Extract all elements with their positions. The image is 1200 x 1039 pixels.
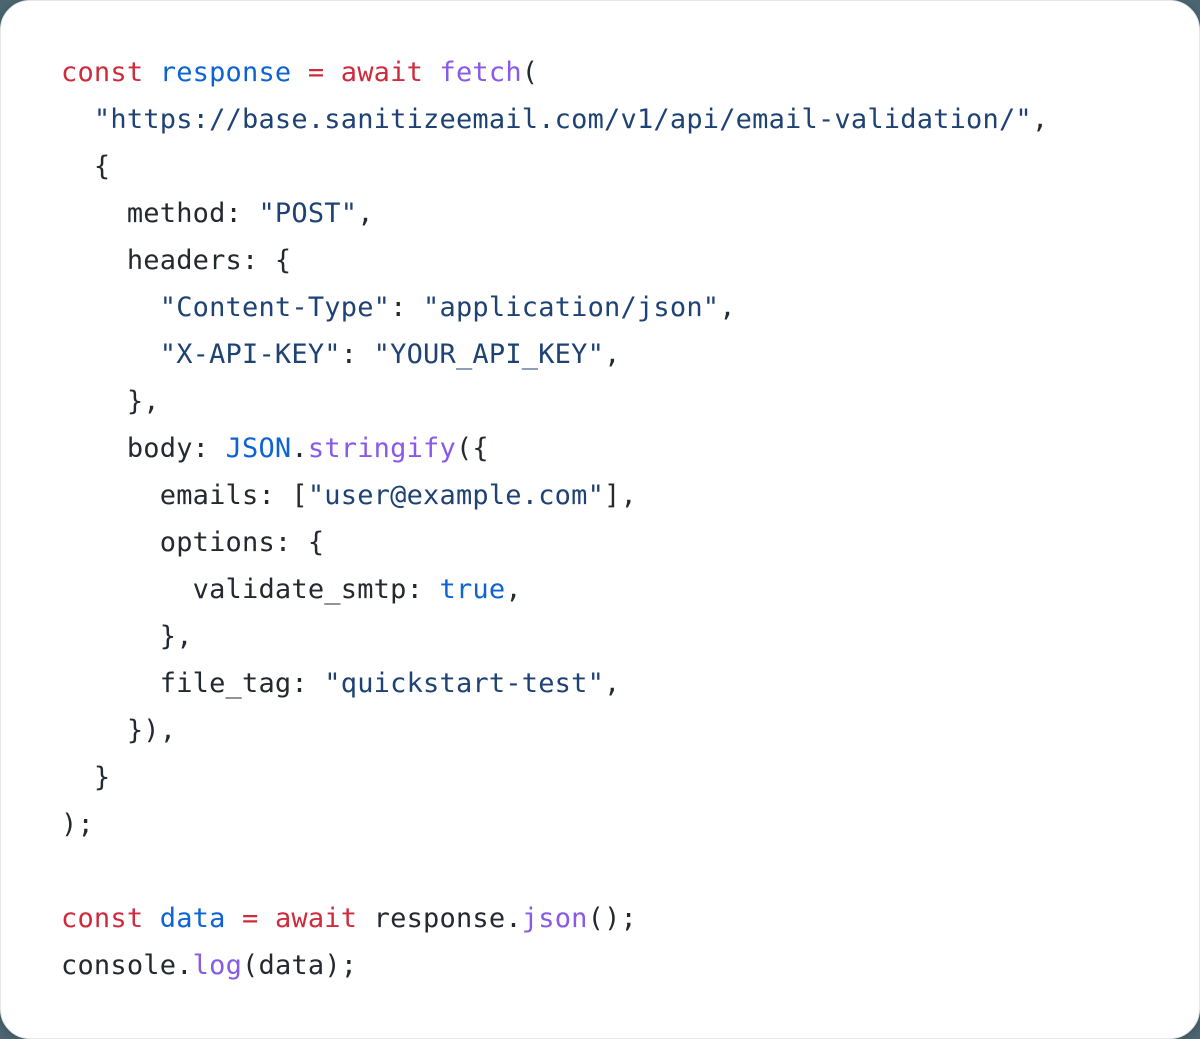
code-token-string: "application/json" xyxy=(423,292,720,323)
code-token-string: "X-API-KEY" xyxy=(159,339,341,370)
code-line: validate_smtp: true, xyxy=(61,566,1139,613)
code-token-plain: headers: { xyxy=(61,245,292,276)
code-line: options: { xyxy=(61,519,1139,566)
code-token-keyword: = xyxy=(307,57,341,88)
code-line: body: JSON.stringify({ xyxy=(61,425,1139,472)
code-token-plain xyxy=(61,292,160,323)
code-token-plain: ({ xyxy=(455,433,489,464)
code-line: }, xyxy=(61,378,1139,425)
code-token-plain: { xyxy=(61,151,111,182)
code-token-string: "POST" xyxy=(258,198,358,229)
code-token-keyword: await xyxy=(274,903,374,934)
code-token-keyword: await xyxy=(340,57,440,88)
code-line xyxy=(61,848,1139,895)
code-token-plain: options: { xyxy=(61,527,325,558)
code-token-plain: response xyxy=(373,903,506,934)
code-token-plain: . xyxy=(505,903,522,934)
code-token-string: "Content-Type" xyxy=(159,292,391,323)
code-token-plain: , xyxy=(719,292,736,323)
code-token-plain: , xyxy=(505,574,522,605)
code-token-plain: emails: [ xyxy=(61,480,308,511)
code-line: "X-API-KEY": "YOUR_API_KEY", xyxy=(61,331,1139,378)
code-token-plain: ], xyxy=(604,480,637,511)
code-token-string: "YOUR_API_KEY" xyxy=(373,339,605,370)
code-token-plain: validate_smtp: xyxy=(61,574,440,605)
code-token-function: json xyxy=(521,903,588,934)
code-token-function: log xyxy=(192,950,243,981)
code-token-keyword: const xyxy=(61,903,160,934)
code-token-plain xyxy=(61,104,94,135)
code-token-plain: (data); xyxy=(242,950,358,981)
code-line: } xyxy=(61,754,1139,801)
code-token-string: "quickstart-test" xyxy=(324,668,605,699)
code-token-plain: : xyxy=(390,292,424,323)
code-token-plain: : xyxy=(340,339,374,370)
code-token-function: stringify xyxy=(307,433,456,464)
code-token-plain: , xyxy=(604,668,621,699)
code-token-plain: body: xyxy=(61,433,226,464)
code-token-plain: }), xyxy=(61,715,177,746)
code-token-plain: }, xyxy=(61,386,160,417)
code-token-plain: , xyxy=(604,339,621,370)
code-token-variable: data xyxy=(159,903,243,934)
code-token-string: "user@example.com" xyxy=(307,480,605,511)
code-token-variable: JSON xyxy=(225,433,292,464)
code-line: const response = await fetch( xyxy=(61,49,1139,96)
code-token-plain: } xyxy=(61,762,111,793)
code-token-keyword: const xyxy=(61,57,160,88)
code-token-plain: . xyxy=(176,950,193,981)
code-token-plain: , xyxy=(1031,104,1049,135)
code-line: headers: { xyxy=(61,237,1139,284)
code-token-plain: file_tag: xyxy=(61,668,325,699)
code-token-variable: response xyxy=(159,57,308,88)
code-line: console.log(data); xyxy=(61,942,1139,989)
code-token-plain: ); xyxy=(61,809,94,840)
code-token-plain: (); xyxy=(587,903,637,934)
code-line: }), xyxy=(61,707,1139,754)
code-token-plain: }, xyxy=(61,621,193,652)
code-token-plain: , xyxy=(357,198,374,229)
code-token-plain xyxy=(61,339,160,370)
code-token-plain: ( xyxy=(521,57,539,88)
code-line: }, xyxy=(61,613,1139,660)
code-line: method: "POST", xyxy=(61,190,1139,237)
code-line: emails: ["user@example.com"], xyxy=(61,472,1139,519)
code-token-plain: method: xyxy=(61,198,259,229)
code-token-variable: true xyxy=(439,574,506,605)
code-token-string: "https://base.sanitizeemail.com/v1/api/e… xyxy=(93,104,1032,135)
code-line: ); xyxy=(61,801,1139,848)
code-line: { xyxy=(61,143,1139,190)
code-token-plain: . xyxy=(291,433,308,464)
code-token-keyword: = xyxy=(242,903,275,934)
code-line: const data = await response.json(); xyxy=(61,895,1139,942)
code-token-function: fetch xyxy=(439,57,522,88)
code-token-plain: console xyxy=(61,950,177,981)
code-line: file_tag: "quickstart-test", xyxy=(61,660,1139,707)
code-line: "Content-Type": "application/json", xyxy=(61,284,1139,331)
code-line: "https://base.sanitizeemail.com/v1/api/e… xyxy=(61,96,1139,143)
